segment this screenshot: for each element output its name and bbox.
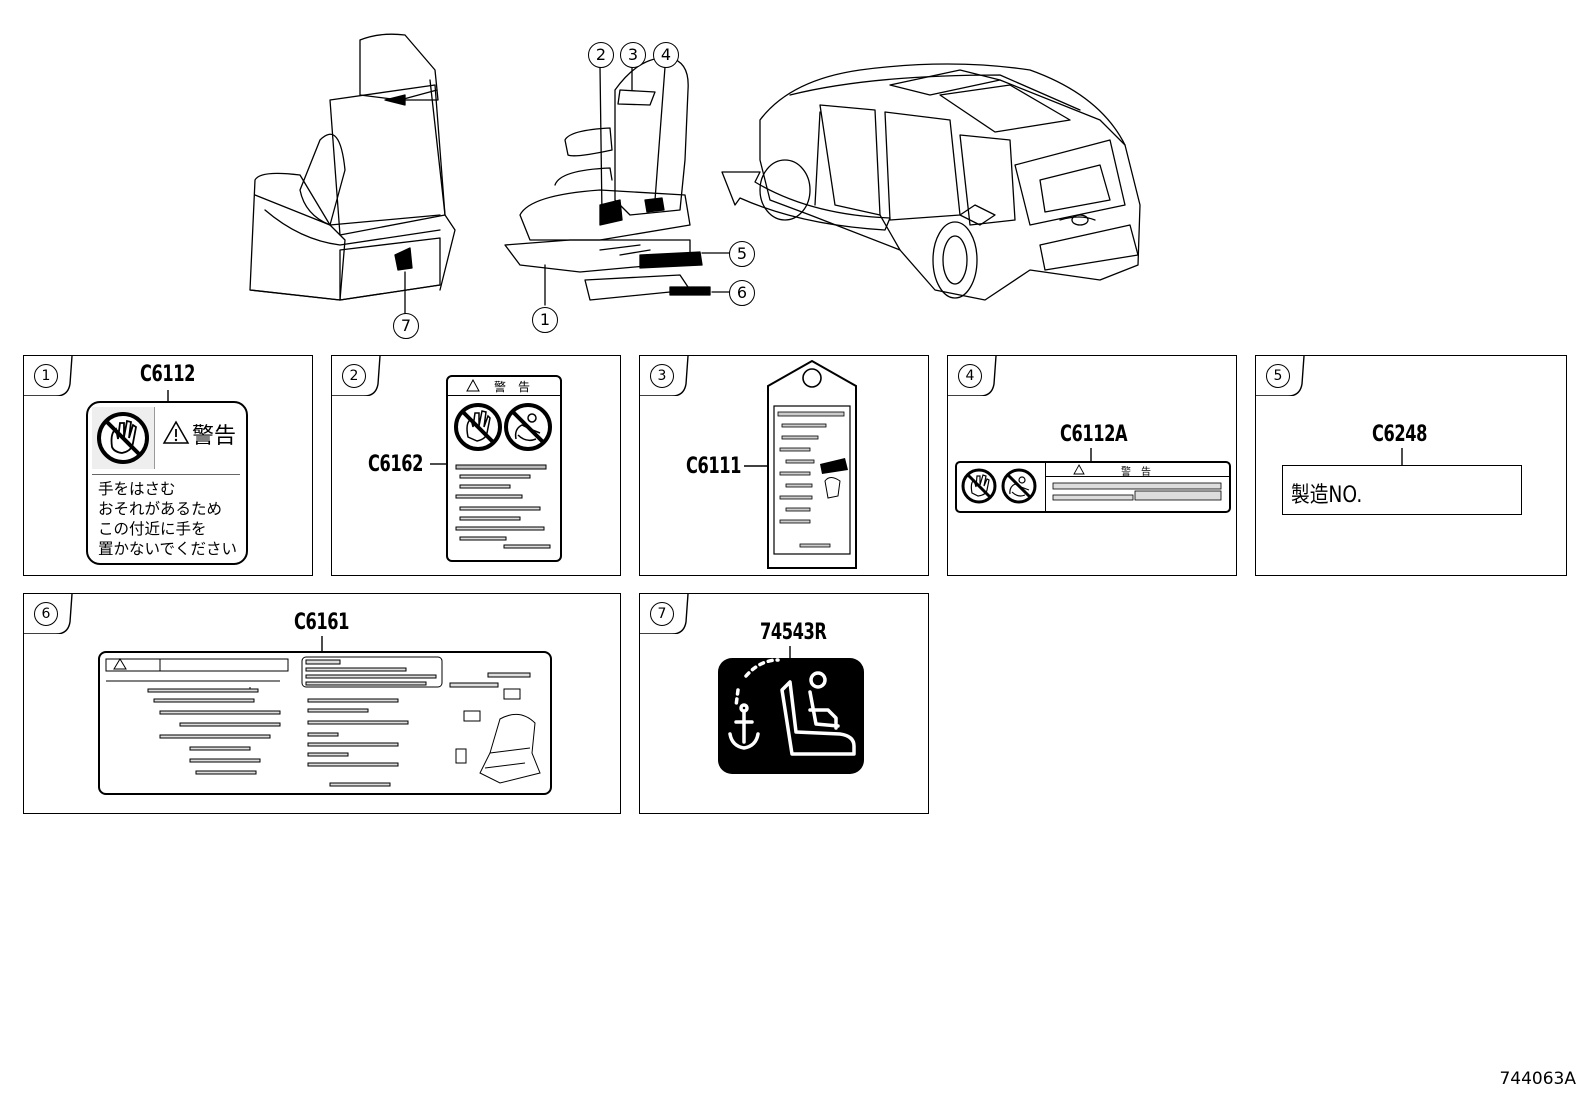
isofix-anchor-icon	[718, 646, 864, 774]
label-text-block: 手をはさむ おそれがあるため この付近に手を 置かないでください	[98, 479, 237, 559]
direction-arrow	[721, 171, 891, 231]
label-c6248: 製造NO.	[1282, 465, 1522, 515]
panel-2-code: C6162	[368, 452, 424, 477]
hand-caution-icon	[97, 412, 149, 464]
panel-5: 5 C6248 製造NO.	[1255, 355, 1567, 576]
callout-4: 4	[653, 42, 679, 68]
panel-2: 2 C6162 警 告	[331, 355, 621, 576]
tag-label-c6111	[744, 359, 857, 569]
callout-7: 7	[393, 313, 419, 339]
exploded-view-illustrations	[249, 33, 1141, 316]
panel-1-code: C6112	[140, 362, 196, 387]
serial-number-label: 製造NO.	[1291, 483, 1363, 508]
panel-1-number: 1	[34, 364, 58, 388]
panel-7-number: 7	[650, 602, 674, 626]
text-line: 手をはさむ	[98, 480, 176, 498]
panel-3-number: 3	[650, 364, 674, 388]
panel-3-code: C6111	[686, 454, 742, 479]
warning-text: 警告	[192, 424, 237, 449]
panel-6: 6 C6161	[23, 593, 621, 814]
panel-7: 7 74543R	[639, 593, 929, 814]
panel-5-number: 5	[1266, 364, 1290, 388]
panel-4-number: 4	[958, 364, 982, 388]
panel-3: 3 C6111	[639, 355, 929, 576]
text-line: 置かないでください	[98, 540, 238, 558]
text-line: おそれがあるため	[98, 500, 223, 518]
panel-6-number: 6	[34, 602, 58, 626]
panel-5-code: C6248	[1372, 422, 1428, 447]
label-c6161	[98, 651, 552, 795]
figure-id: 744063A	[1499, 1069, 1576, 1089]
callout-6: 6	[729, 280, 755, 306]
no-child-icon	[504, 403, 552, 451]
label-c6162: 警 告	[446, 375, 562, 562]
seat-diagram-left	[249, 33, 456, 316]
vehicle-diagram	[759, 63, 1141, 301]
label-header: 警 告	[494, 380, 531, 394]
panel-6-code: C6161	[294, 610, 350, 635]
panel-4-code: C6112A	[1060, 422, 1128, 447]
label-c6112: 警告 手をはさむ おそれがあるため この付近に手を 置かないでください	[86, 401, 248, 565]
no-hand-icon	[961, 468, 997, 504]
no-hand-icon	[454, 403, 502, 451]
label-c6112a: 警 告	[955, 461, 1231, 513]
label-header: 警 告	[1121, 467, 1151, 478]
panel-2-number: 2	[342, 364, 366, 388]
callout-1: 1	[532, 307, 558, 333]
callout-3: 3	[620, 42, 646, 68]
warning-triangle-icon	[162, 420, 190, 444]
panel-7-code: 74543R	[760, 620, 827, 645]
panel-1: 1 C6112 警告 手をはさむ おそれがあるため この付近に手を 置かないでく…	[23, 355, 313, 576]
text-line: この付近に手を	[98, 520, 207, 538]
panel-4: 4 C6112A 警 告	[947, 355, 1237, 576]
no-child-icon	[1001, 468, 1037, 504]
seat-diagram-center	[504, 53, 731, 306]
callout-2: 2	[588, 42, 614, 68]
callout-5: 5	[729, 241, 755, 267]
